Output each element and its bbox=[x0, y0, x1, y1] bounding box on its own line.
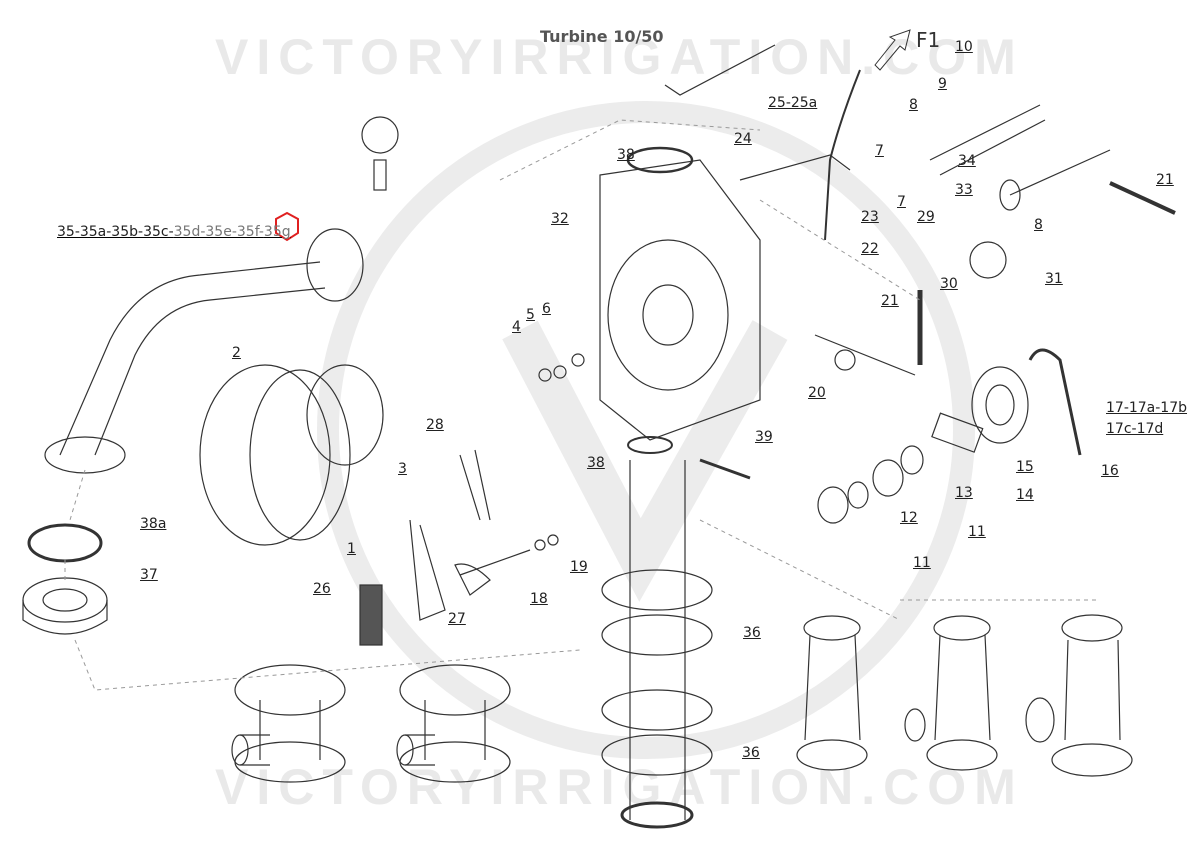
part-label-38[interactable]: 38 bbox=[617, 147, 635, 163]
part-label-23[interactable]: 23 bbox=[861, 209, 879, 225]
part-label-4[interactable]: 4 bbox=[512, 319, 521, 335]
part-label-36[interactable]: 36 bbox=[742, 745, 760, 761]
gasket-2 bbox=[249, 369, 351, 541]
part-label-29[interactable]: 29 bbox=[917, 209, 935, 225]
part-label-25-25a[interactable]: 25-25a bbox=[768, 95, 818, 111]
flow-arrow-icon bbox=[874, 29, 911, 71]
impeller-3 bbox=[306, 364, 384, 466]
part-label-8[interactable]: 8 bbox=[1034, 217, 1043, 233]
part-label-35-series[interactable]: 35-35a-35b-35c-35d-35e-35f-35g bbox=[57, 224, 291, 240]
part-label-7[interactable]: 7 bbox=[875, 143, 884, 159]
part-label-7[interactable]: 7 bbox=[897, 194, 906, 210]
part-label-21[interactable]: 21 bbox=[881, 293, 899, 309]
part-label-34[interactable]: 34 bbox=[958, 153, 976, 169]
column-36 bbox=[629, 460, 686, 820]
part-label-39[interactable]: 39 bbox=[755, 429, 773, 445]
part-label-30[interactable]: 30 bbox=[940, 276, 958, 292]
part-label-32[interactable]: 32 bbox=[551, 211, 569, 227]
part-label-36[interactable]: 36 bbox=[743, 625, 761, 641]
shaft-34 bbox=[1009, 149, 1111, 196]
diagram-title: Turbine 10/50 bbox=[540, 27, 664, 46]
bearing-11 bbox=[817, 486, 849, 524]
part-label-31[interactable]: 31 bbox=[1045, 271, 1063, 287]
bearing-11b bbox=[872, 459, 904, 497]
part-label-11[interactable]: 11 bbox=[913, 555, 931, 571]
part-label-24[interactable]: 24 bbox=[734, 131, 752, 147]
arm-28 bbox=[459, 449, 491, 521]
part-label-10[interactable]: 10 bbox=[955, 39, 973, 55]
bracket-top bbox=[664, 44, 776, 96]
part-label-9[interactable]: 9 bbox=[938, 76, 947, 92]
part-label-1[interactable]: 1 bbox=[347, 541, 356, 557]
part-label-38[interactable]: 38 bbox=[587, 455, 605, 471]
flange-37 bbox=[22, 577, 108, 623]
part-label-28[interactable]: 28 bbox=[426, 417, 444, 433]
cable-25 bbox=[824, 69, 861, 241]
pipe-flange-bottom bbox=[44, 436, 126, 474]
part-label-11[interactable]: 11 bbox=[968, 524, 986, 540]
part-label-6[interactable]: 6 bbox=[542, 301, 551, 317]
spring-21-top bbox=[1109, 181, 1176, 215]
part-label-13[interactable]: 13 bbox=[955, 485, 973, 501]
o-ring-38a bbox=[27, 523, 103, 563]
part-label-21[interactable]: 21 bbox=[1156, 172, 1174, 188]
disc-30 bbox=[969, 241, 1007, 279]
label-35g-highlighted[interactable]: 35g bbox=[263, 224, 291, 240]
part-label-38a[interactable]: 38a bbox=[140, 516, 167, 532]
o-ring-38-top bbox=[626, 146, 694, 174]
part-label-19[interactable]: 19 bbox=[570, 559, 588, 575]
turbine-body-32 bbox=[599, 159, 761, 441]
part-label-22[interactable]: 22 bbox=[861, 241, 879, 257]
pulley-16 bbox=[971, 366, 1029, 444]
belt-17 bbox=[1028, 348, 1082, 456]
part-label-26[interactable]: 26 bbox=[313, 581, 331, 597]
pressure-gauge bbox=[361, 116, 399, 154]
cover-plate-1 bbox=[199, 364, 331, 546]
part-label-8[interactable]: 8 bbox=[909, 97, 918, 113]
elbow-pipe bbox=[59, 261, 326, 456]
shaft-18 bbox=[459, 549, 531, 576]
part-label-17-17a-17b[interactable]: 17-17a-17b bbox=[1106, 400, 1188, 416]
label-35-light: 35d-35e-35f- bbox=[173, 224, 264, 240]
plate-27 bbox=[409, 519, 446, 621]
base-fittings bbox=[231, 614, 1133, 783]
part-label-12[interactable]: 12 bbox=[900, 510, 918, 526]
part-label-20[interactable]: 20 bbox=[808, 385, 826, 401]
part-label-17c-17d[interactable]: 17c-17d bbox=[1106, 421, 1164, 437]
part-label-37[interactable]: 37 bbox=[140, 567, 158, 583]
part-label-3[interactable]: 3 bbox=[398, 461, 407, 477]
bolt-39 bbox=[699, 458, 751, 480]
part-label-15[interactable]: 15 bbox=[1016, 459, 1034, 475]
watermark-logo bbox=[317, 101, 975, 759]
label-35-dark: 35-35a-35b-35c- bbox=[57, 224, 174, 240]
part-label-33[interactable]: 33 bbox=[955, 182, 973, 198]
belt-tensioner-26 bbox=[359, 584, 383, 646]
pipe-flange-top bbox=[306, 228, 364, 302]
flow-label-f1: F1 bbox=[916, 28, 941, 52]
o-ring-38-mid bbox=[627, 436, 673, 454]
part-label-14[interactable]: 14 bbox=[1016, 487, 1034, 503]
highlight-hexagon bbox=[275, 211, 299, 242]
key-15 bbox=[931, 412, 984, 453]
bracket-24 bbox=[739, 154, 851, 181]
part-label-27[interactable]: 27 bbox=[448, 611, 466, 627]
watermark-top: VICTORYIRRIGATION.COM bbox=[215, 29, 1024, 85]
part-label-5[interactable]: 5 bbox=[526, 307, 535, 323]
part-label-18[interactable]: 18 bbox=[530, 591, 548, 607]
lever-20 bbox=[814, 334, 916, 376]
part-label-2[interactable]: 2 bbox=[232, 345, 241, 361]
part-label-16[interactable]: 16 bbox=[1101, 463, 1119, 479]
shaft-9 bbox=[929, 104, 1046, 176]
